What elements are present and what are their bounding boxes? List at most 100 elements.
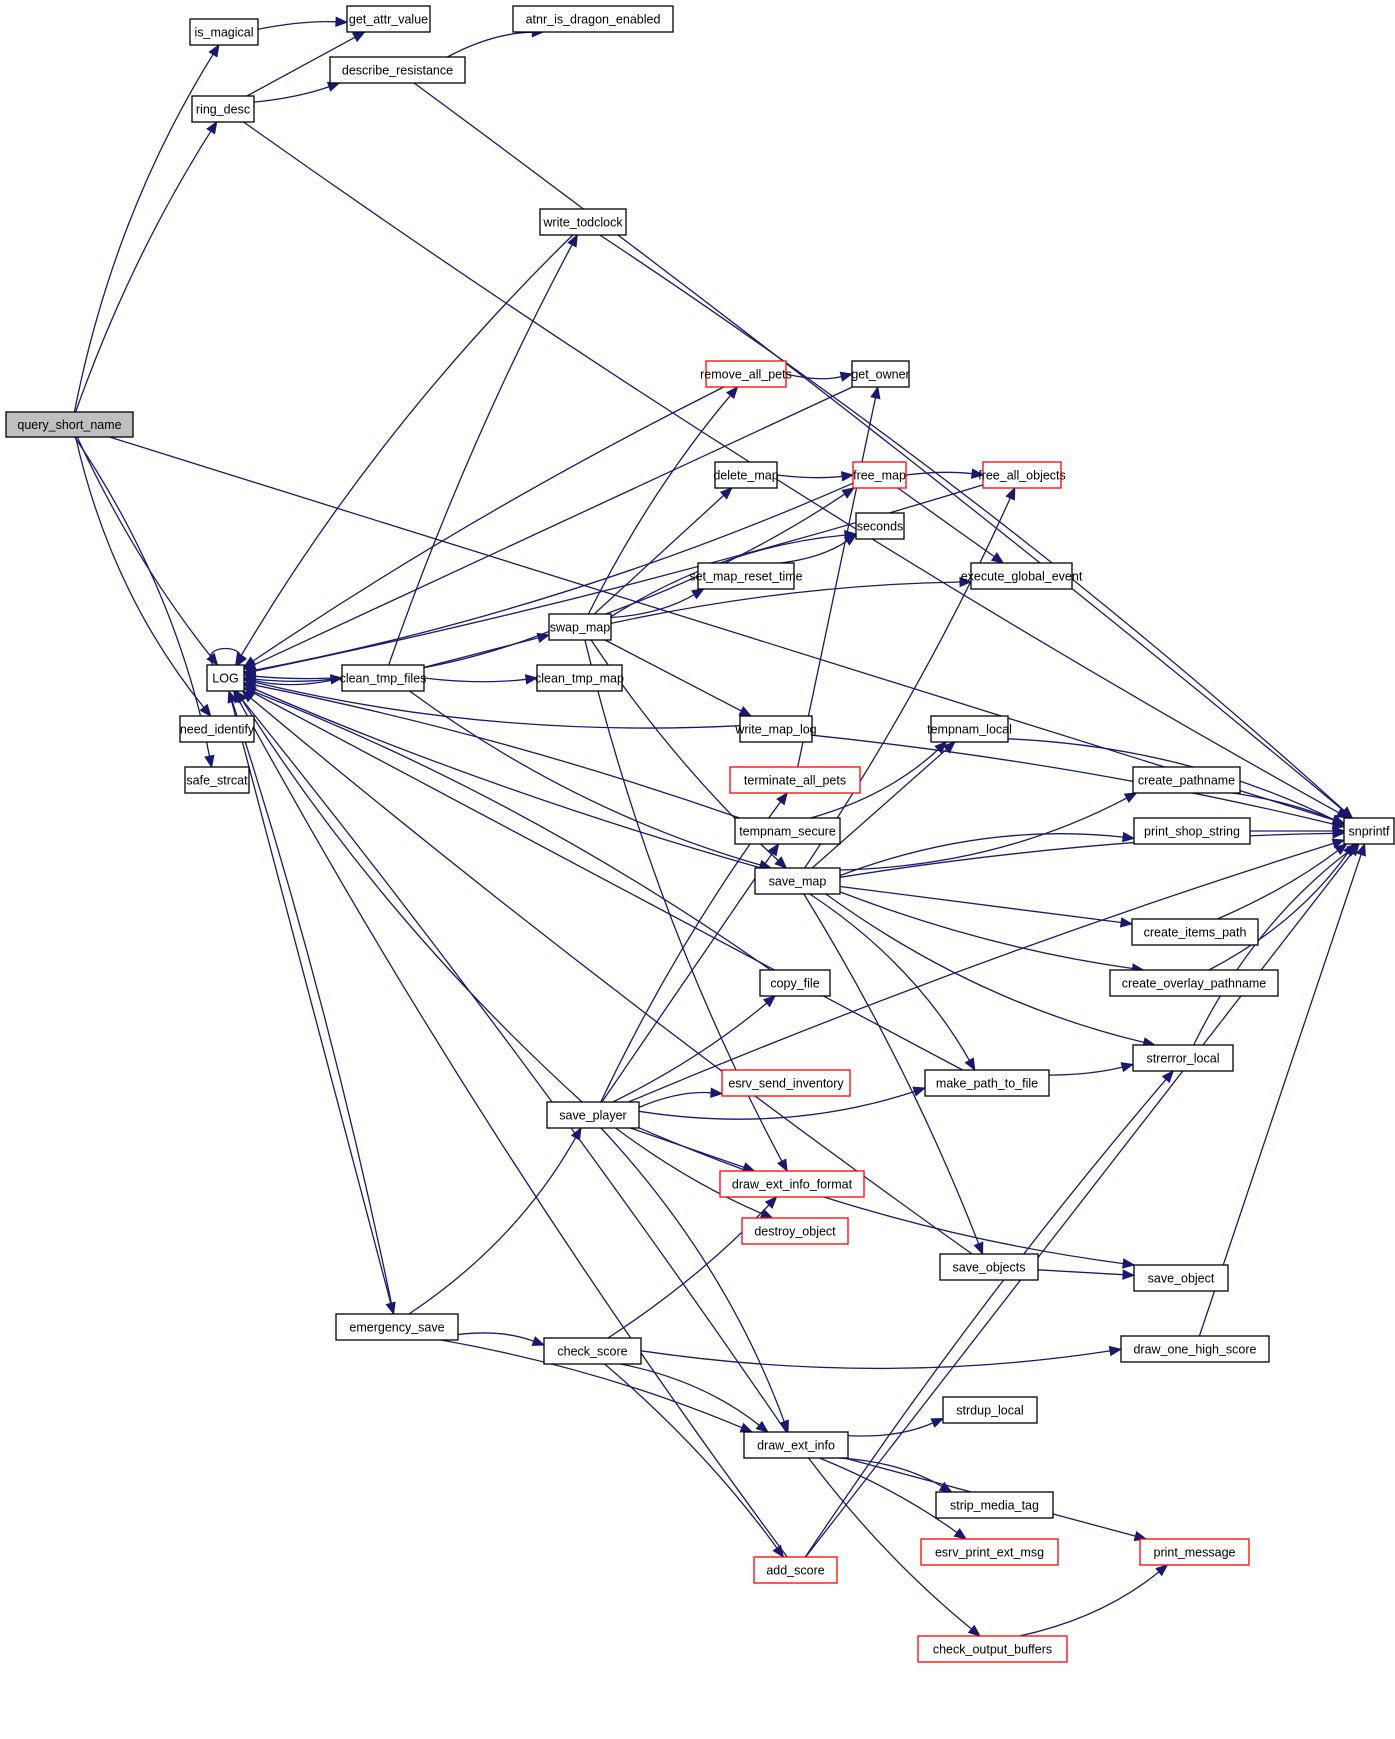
edge-line [1019, 1571, 1160, 1637]
node-print-message[interactable]: print_message [1139, 1538, 1250, 1566]
node-clean-tmp-files[interactable]: clean_tmp_files [340, 664, 427, 692]
node-esrv-send-inventory[interactable]: esrv_send_inventory [721, 1069, 851, 1097]
node-is-magical[interactable]: is_magical [189, 18, 259, 46]
node-destroy-object[interactable]: destroy_object [741, 1217, 849, 1245]
edge-create_items_path-to-snprintf [1217, 843, 1348, 920]
node-write-todclock[interactable]: write_todclock [539, 208, 627, 236]
arrowhead-icon [199, 703, 212, 718]
edge-line [74, 436, 205, 708]
node-box [206, 664, 245, 692]
node-check-output-buffers[interactable]: check_output_buffers [917, 1635, 1068, 1663]
node-box [754, 867, 841, 895]
node-swap-map[interactable]: swap_map [548, 613, 612, 641]
edge-clean_tmp_files-to-clean_tmp_map [423, 674, 539, 685]
edge-line [785, 373, 842, 380]
node-free-map[interactable]: free_map [852, 461, 907, 489]
edge-swap_map-to-write_map_log [604, 639, 753, 717]
node-need-identify[interactable]: need_identify [179, 715, 255, 743]
node-clean-tmp-map[interactable]: clean_tmp_map [535, 664, 624, 692]
node-box [743, 1431, 849, 1459]
edge-save_map-to-save_objects [803, 893, 984, 1256]
edge-line [640, 1350, 1111, 1370]
node-copy-file[interactable]: copy_file [759, 969, 831, 997]
node-execute-global-event[interactable]: execute_global_event [961, 562, 1083, 590]
edge-save_map-to-create_pathname [839, 792, 1138, 871]
node-label: need_identify [180, 722, 255, 736]
node-draw-ext-info-format[interactable]: draw_ext_info_format [719, 1170, 865, 1198]
node-box [935, 1491, 1054, 1519]
edge-swap_map-to-execute_global_event [610, 576, 973, 625]
node-describe-resistance[interactable]: describe_resistance [329, 56, 466, 84]
node-add-score[interactable]: add_score [753, 1556, 838, 1584]
node-box [942, 1396, 1038, 1424]
edge-line [109, 436, 1334, 821]
node-save-map[interactable]: save_map [754, 867, 841, 895]
arrowhead-icon [335, 16, 349, 28]
node-get-attr-value[interactable]: get_attr_value [346, 5, 431, 33]
edge-save_player-to-make_path_to_file [638, 1086, 927, 1120]
node-log[interactable]: LOG [206, 664, 245, 692]
arrowhead-icon [973, 1241, 984, 1256]
node-tempnam-secure[interactable]: tempnam_secure [734, 817, 841, 845]
node-remove-all-pets[interactable]: remove_all_pets [700, 360, 792, 388]
edge-line [600, 1127, 785, 1422]
arrowhead-icon [967, 1624, 982, 1637]
node-label: emergency_save [349, 1320, 444, 1334]
edge-free_map-to-execute_global_event [897, 487, 1005, 564]
node-strerror-local[interactable]: strerror_local [1132, 1044, 1234, 1072]
edge-draw_ext_info-to-check_output_buffers [807, 1457, 982, 1637]
node-create-pathname[interactable]: create_pathname [1132, 766, 1241, 794]
edge-line [587, 394, 731, 615]
node-create-overlay-pathname[interactable]: create_overlay_pathname [1109, 969, 1279, 997]
arrowhead-icon [759, 1208, 774, 1219]
node-check-score[interactable]: check_score [543, 1337, 642, 1365]
node-label: seconds [857, 519, 904, 533]
edge-line [76, 436, 212, 657]
edge-line [610, 534, 846, 618]
node-delete-map[interactable]: delete_map [713, 461, 779, 489]
node-atnr-is-dragon-enabled[interactable]: atnr_is_dragon_enabled [512, 5, 674, 33]
node-emergency-save[interactable]: emergency_save [335, 1313, 459, 1341]
node-label: save_object [1148, 1271, 1215, 1285]
node-terminate-all-pets[interactable]: terminate_all_pets [729, 766, 861, 794]
node-seconds[interactable]: seconds [855, 512, 905, 540]
node-box [734, 817, 841, 845]
edge-line [241, 699, 787, 1433]
node-box [982, 461, 1062, 489]
node-ring-desc[interactable]: ring_desc [191, 95, 255, 123]
node-create-items-path[interactable]: create_items_path [1131, 918, 1259, 946]
node-print-shop-string[interactable]: print_shop_string [1133, 817, 1251, 845]
node-draw-ext-info[interactable]: draw_ext_info [743, 1431, 849, 1459]
node-label: query_short_name [17, 418, 121, 432]
arrowhead-icon [1122, 1258, 1136, 1269]
node-write-map-log[interactable]: write_map_log [734, 715, 817, 743]
edge-terminate_all_pets-to-get_owner [797, 385, 881, 768]
node-query-short-name[interactable]: query_short_name [5, 411, 134, 438]
edge-line [601, 852, 773, 1103]
node-set-map-reset-time[interactable]: set_map_reset_time [689, 562, 803, 590]
node-label: LOG [212, 671, 238, 685]
node-free-all-objects[interactable]: free_all_objects [978, 461, 1066, 489]
node-get-owner[interactable]: get_owner [851, 360, 910, 388]
node-draw-one-high-score[interactable]: draw_one_high_score [1120, 1335, 1270, 1363]
node-box [1132, 1044, 1234, 1072]
edge-swap_map-to-free_map [605, 487, 856, 615]
node-safe-strcat[interactable]: safe_strcat [184, 766, 250, 794]
node-label: tempnam_secure [739, 824, 836, 838]
node-tempnam-local[interactable]: tempnam_local [927, 715, 1012, 743]
arrowhead-icon [870, 385, 881, 400]
edge-save_map-to-create_overlay_pathname [839, 891, 1145, 974]
node-snprintf[interactable]: snprintf [1343, 817, 1395, 845]
node-label: add_score [766, 1563, 824, 1577]
edge-swap_map-to-set_map_reset_time [610, 588, 705, 619]
node-esrv-print-ext-msg[interactable]: esrv_print_ext_msg [920, 1538, 1059, 1566]
node-save-objects[interactable]: save_objects [939, 1253, 1039, 1281]
node-strdup-local[interactable]: strdup_local [942, 1396, 1038, 1424]
arrowhead-icon [841, 487, 856, 499]
node-make-path-to-file[interactable]: make_path_to_file [924, 1069, 1050, 1097]
node-save-object[interactable]: save_object [1133, 1264, 1229, 1292]
node-strip-media-tag[interactable]: strip_media_tag [935, 1491, 1054, 1519]
node-box [1109, 969, 1279, 997]
node-save-player[interactable]: save_player [546, 1101, 640, 1129]
edge-line [776, 474, 843, 479]
